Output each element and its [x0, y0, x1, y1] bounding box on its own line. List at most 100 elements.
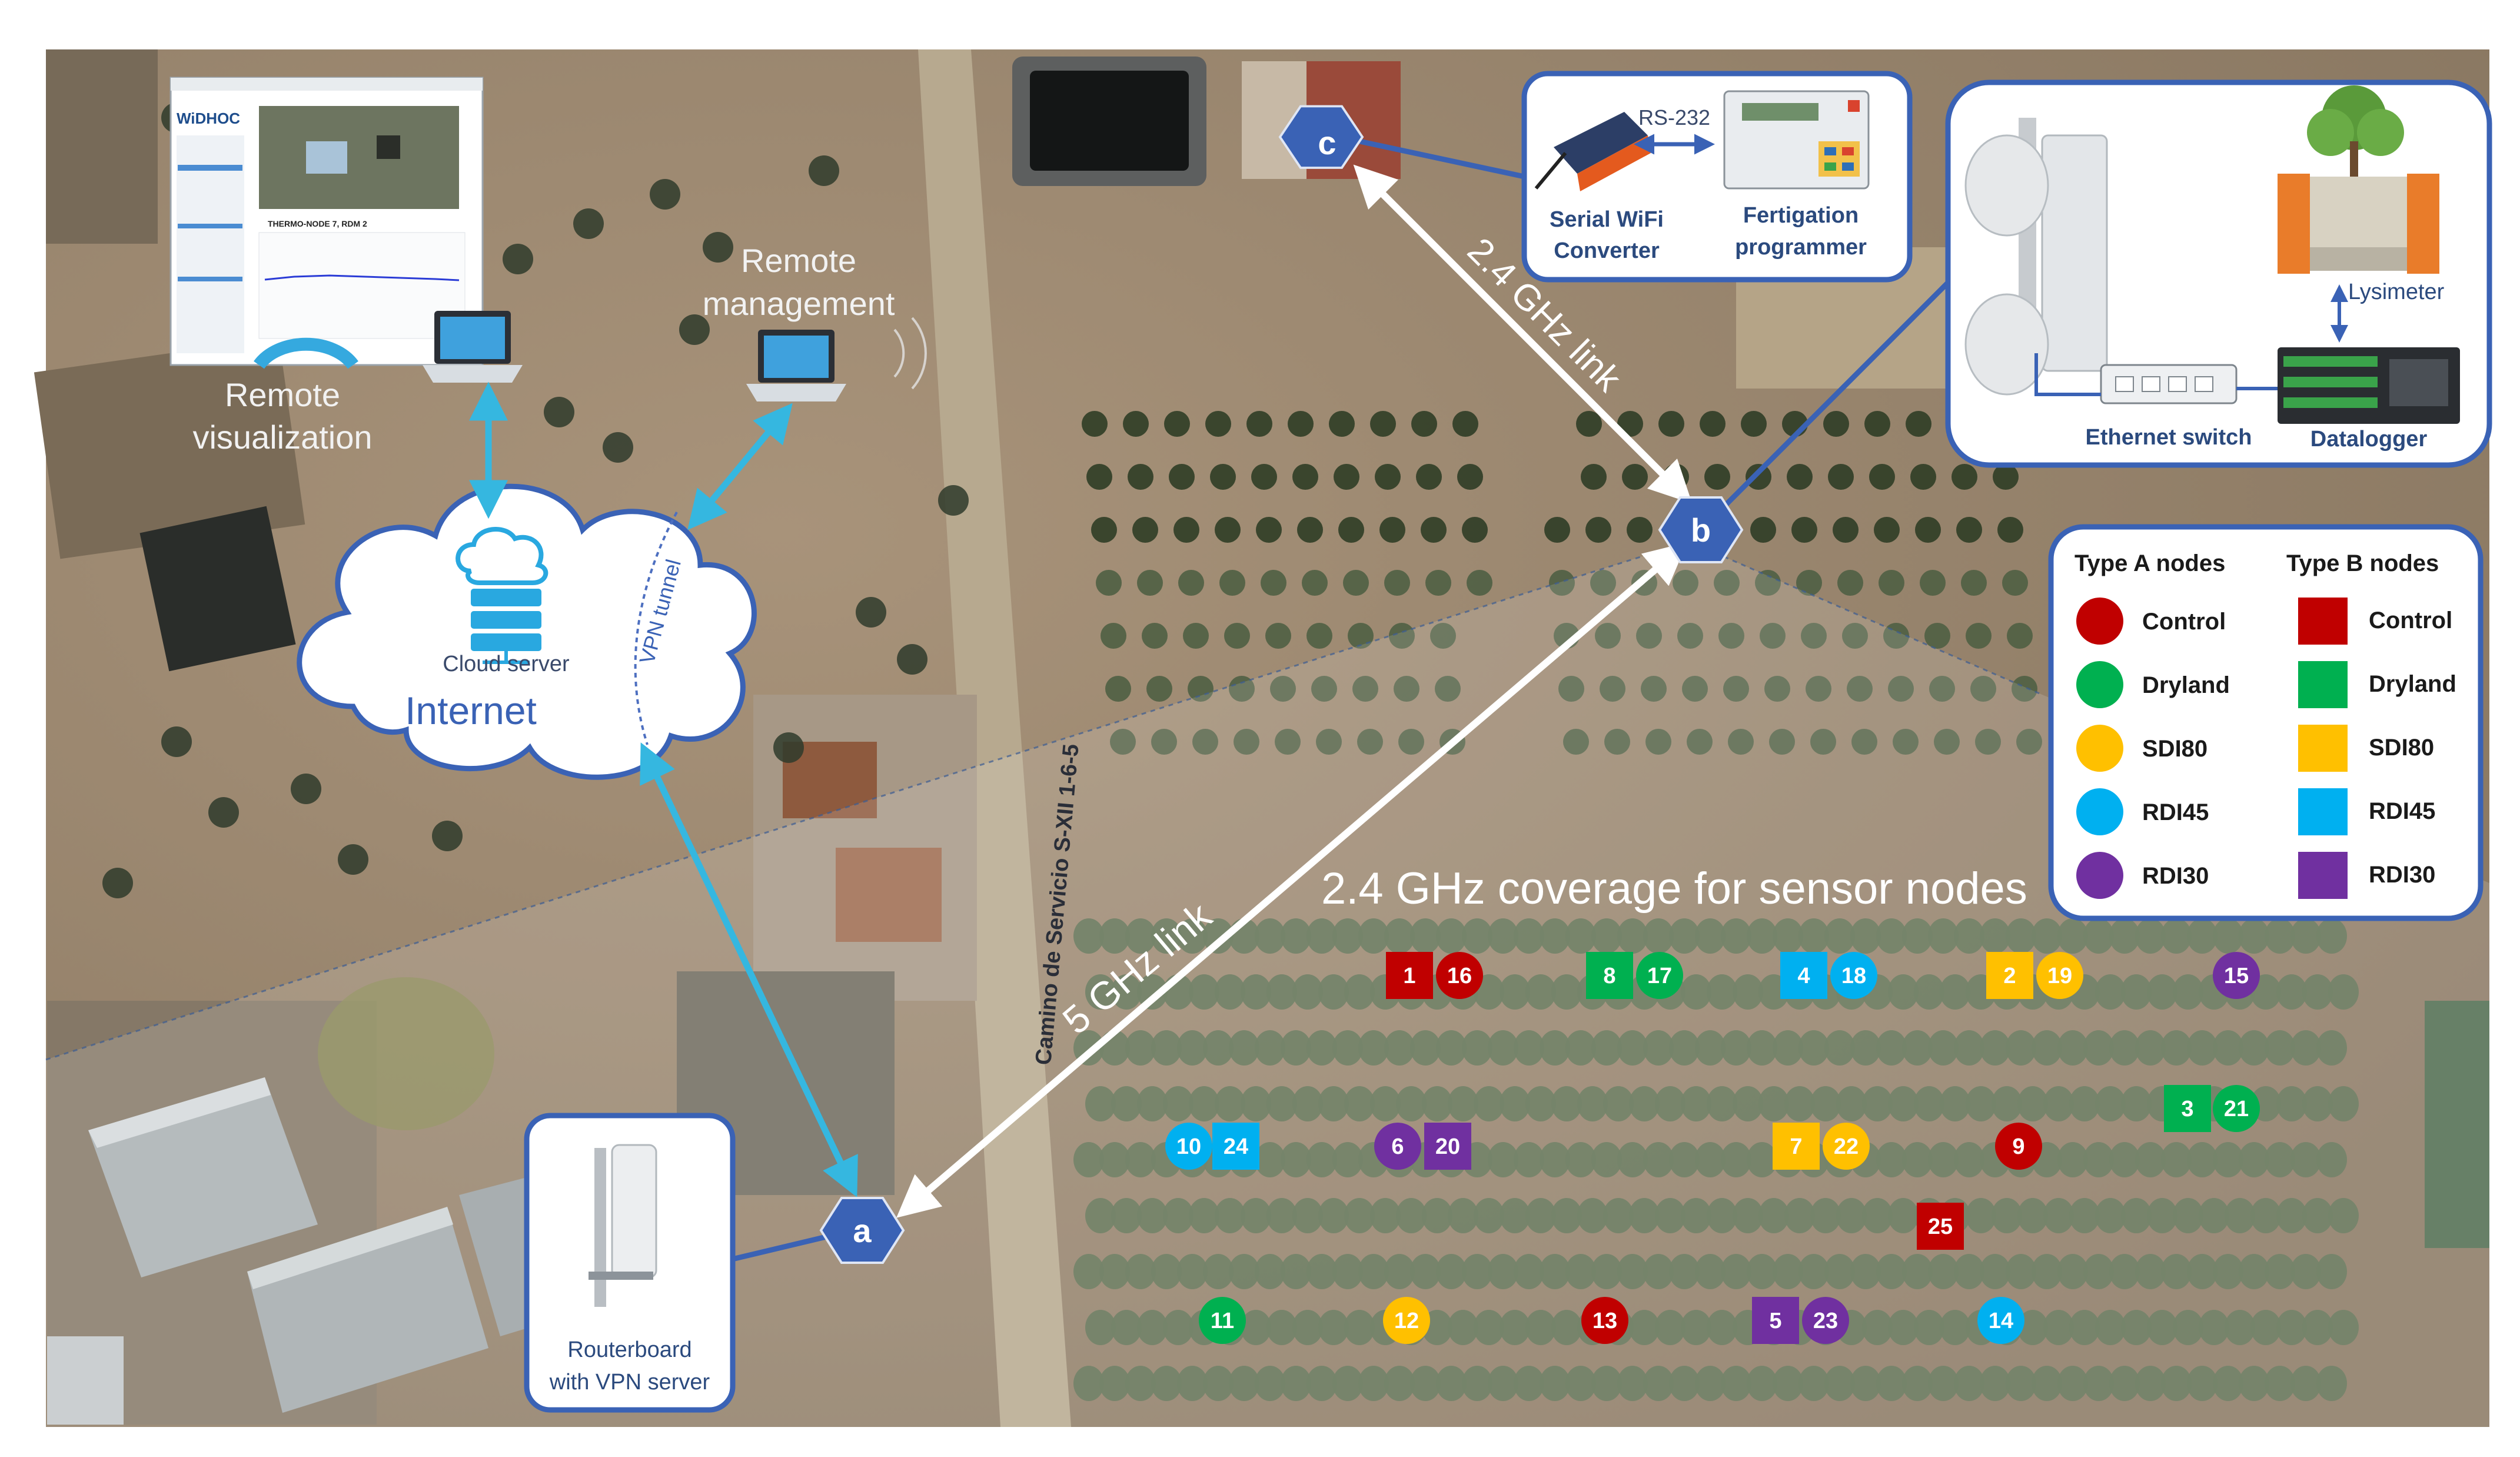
- orchard-tree: [2265, 1366, 2295, 1401]
- sensor-node-19: 19: [2036, 952, 2083, 999]
- orchard-tree: [1163, 1310, 1193, 1345]
- orchard-tree: [1806, 676, 1831, 702]
- orchard-tree: [2083, 1366, 2114, 1401]
- legend-swatch-square: [2298, 661, 2348, 708]
- orchard-tree: [1256, 517, 1282, 543]
- orchard-tree: [1791, 517, 1817, 543]
- hub-b: b: [1658, 496, 1744, 563]
- orchard-tree: [1101, 623, 1126, 649]
- orchard-tree: [1591, 1366, 1622, 1401]
- orchard-tree: [1888, 1086, 1919, 1121]
- orchard-tree: [1462, 1366, 1492, 1401]
- node-marker-circle: [1995, 1123, 2042, 1170]
- orchard-tree: [1707, 1310, 1737, 1345]
- orchard-tree: [1219, 570, 1245, 596]
- orchard-tree: [1914, 974, 1944, 1010]
- datalogger-label: Datalogger: [2310, 427, 2428, 452]
- orchard-tree: [1910, 464, 1936, 490]
- orchard-tree: [1687, 729, 1713, 755]
- legend-label-type-b: RDI30: [2369, 862, 2435, 888]
- orchard-tree: [2083, 918, 2114, 954]
- orchard-tree: [1970, 676, 1996, 702]
- orchard-tree: [1966, 623, 1992, 649]
- orchard-tree: [1436, 1366, 1467, 1401]
- orchard-tree: [1956, 517, 1982, 543]
- orchard-tree: [1132, 517, 1158, 543]
- orchard-tree: [1448, 1310, 1478, 1345]
- orchard-tree: [2121, 1310, 2152, 1345]
- legend-label-type-b: Dryland: [2369, 671, 2456, 697]
- orchard-tree: [1869, 464, 1895, 490]
- orchard-tree: [2057, 918, 2088, 954]
- orchard-tree: [1292, 1310, 1323, 1345]
- orchard-tree: [1836, 1086, 1867, 1121]
- tree: [603, 432, 633, 463]
- orchard-tree: [2083, 1030, 2114, 1066]
- orchard-tree: [2187, 1366, 2218, 1401]
- orchard-tree: [2109, 1142, 2140, 1177]
- orchard-tree: [2109, 918, 2140, 954]
- node-marker-square: [1773, 1123, 1820, 1170]
- orchard-tree: [2302, 1310, 2333, 1345]
- orchard-tree: [1700, 411, 1726, 437]
- orchard-tree: [1741, 411, 1767, 437]
- orchard-tree: [2161, 1254, 2192, 1289]
- node-label: 18: [1841, 964, 1866, 988]
- orchard-tree: [1261, 570, 1286, 596]
- orchard-tree: [2302, 1198, 2333, 1233]
- orchard-tree: [1581, 464, 1607, 490]
- legend-label-type-a: Dryland: [2142, 672, 2230, 698]
- orchard-tree: [2302, 974, 2333, 1010]
- orchard-tree: [2057, 1366, 2088, 1401]
- orchard-tree: [1928, 918, 1959, 954]
- orchard-tree: [1073, 1366, 1104, 1401]
- connector-c-panel: [1359, 138, 1525, 180]
- orchard-tree: [1888, 974, 1919, 1010]
- orchard-tree: [1695, 1254, 1726, 1289]
- orchard-tree: [1961, 570, 1987, 596]
- node-label: 1: [1403, 964, 1415, 988]
- orchard-tree: [1954, 1366, 1984, 1401]
- orchard-tree: [2135, 1030, 2166, 1066]
- orchard-tree: [2147, 1310, 2177, 1345]
- orchard-tree: [1980, 1366, 2010, 1401]
- node-marker-square: [1386, 952, 1433, 999]
- cloud-server-icon: [456, 527, 548, 664]
- orchard-tree: [1773, 918, 1803, 954]
- legend-swatch-square: [2298, 725, 2348, 772]
- sensor-node-21: 21: [2213, 1085, 2260, 1132]
- orchard-tree: [2187, 1254, 2218, 1289]
- lysimeter-icon: [2278, 85, 2439, 274]
- orchard-tree: [2109, 1030, 2140, 1066]
- orchard-tree: [1229, 1366, 1259, 1401]
- orchard-tree: [1876, 1030, 1907, 1066]
- hub-c-label: c: [1318, 124, 1336, 161]
- orchard-tree: [1224, 623, 1250, 649]
- orchard-tree: [2316, 918, 2347, 954]
- node-label: 13: [1593, 1309, 1617, 1333]
- legend-label-type-b: SDI80: [2369, 735, 2434, 761]
- orchard-tree: [1784, 1198, 1815, 1233]
- orchard-tree: [1764, 676, 1790, 702]
- orchard-tree: [2239, 1254, 2269, 1289]
- node-marker-square: [1212, 1123, 1259, 1170]
- node-marker-circle: [1636, 952, 1683, 999]
- orchard-tree: [1954, 1030, 1984, 1066]
- tree: [102, 868, 133, 898]
- cloud-server-label: Cloud server: [443, 652, 570, 676]
- orchard-tree: [1178, 570, 1204, 596]
- legend-type-a-title: Type A nodes: [2074, 550, 2225, 576]
- hub-b-label: b: [1691, 512, 1711, 549]
- orchard-tree: [1733, 974, 1763, 1010]
- orchard-tree: [2161, 1030, 2192, 1066]
- orchard-tree: [2199, 1198, 2229, 1233]
- orchard-tree: [1488, 1254, 1518, 1289]
- orchard-tree: [1425, 570, 1451, 596]
- orchard-tree: [2017, 1086, 2048, 1121]
- orchard-tree: [1457, 464, 1483, 490]
- orchard-tree: [1934, 729, 1960, 755]
- rs232-label: RS-232: [1638, 105, 1710, 130]
- orchard-tree: [1920, 570, 1946, 596]
- sensor-node-17: 17: [1636, 952, 1683, 999]
- node-marker-circle: [1581, 1297, 1628, 1344]
